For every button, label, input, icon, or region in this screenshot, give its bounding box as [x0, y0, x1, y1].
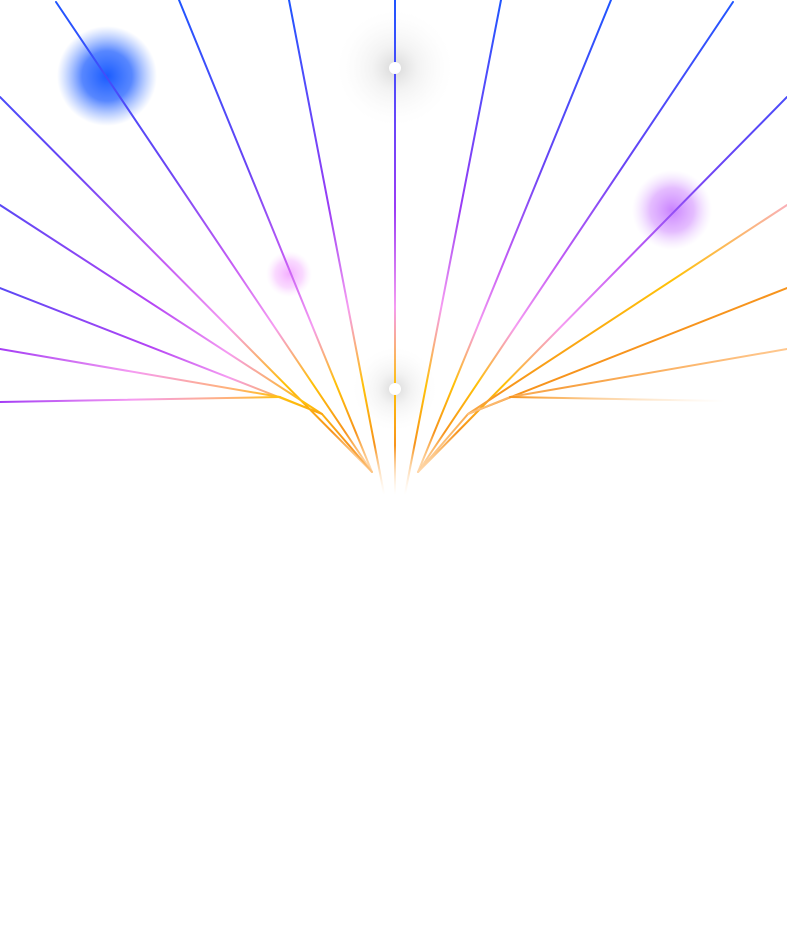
purple-glow-orb	[632, 170, 712, 250]
top-white-dot	[389, 62, 401, 74]
ray-left-6	[0, 287, 323, 415]
ray-left-2	[0, 96, 373, 473]
ray-right-4	[417, 96, 787, 473]
ray-right-1	[404, 0, 502, 495]
pink-glow-orb	[266, 251, 312, 297]
ray-left-1	[55, 1, 373, 473]
ray-left-8	[0, 396, 281, 403]
ray-right-3	[417, 1, 734, 473]
ray-left-5	[0, 204, 373, 473]
ray-right-8	[509, 396, 726, 402]
ray-right-6	[467, 287, 787, 415]
bottom-white-dot	[389, 383, 401, 395]
ray-left-3	[178, 0, 373, 473]
blue-glow-orb	[57, 26, 157, 126]
ray-right-2	[417, 0, 612, 473]
bottom-blank-area	[0, 500, 787, 948]
ray-left-4	[288, 0, 385, 495]
